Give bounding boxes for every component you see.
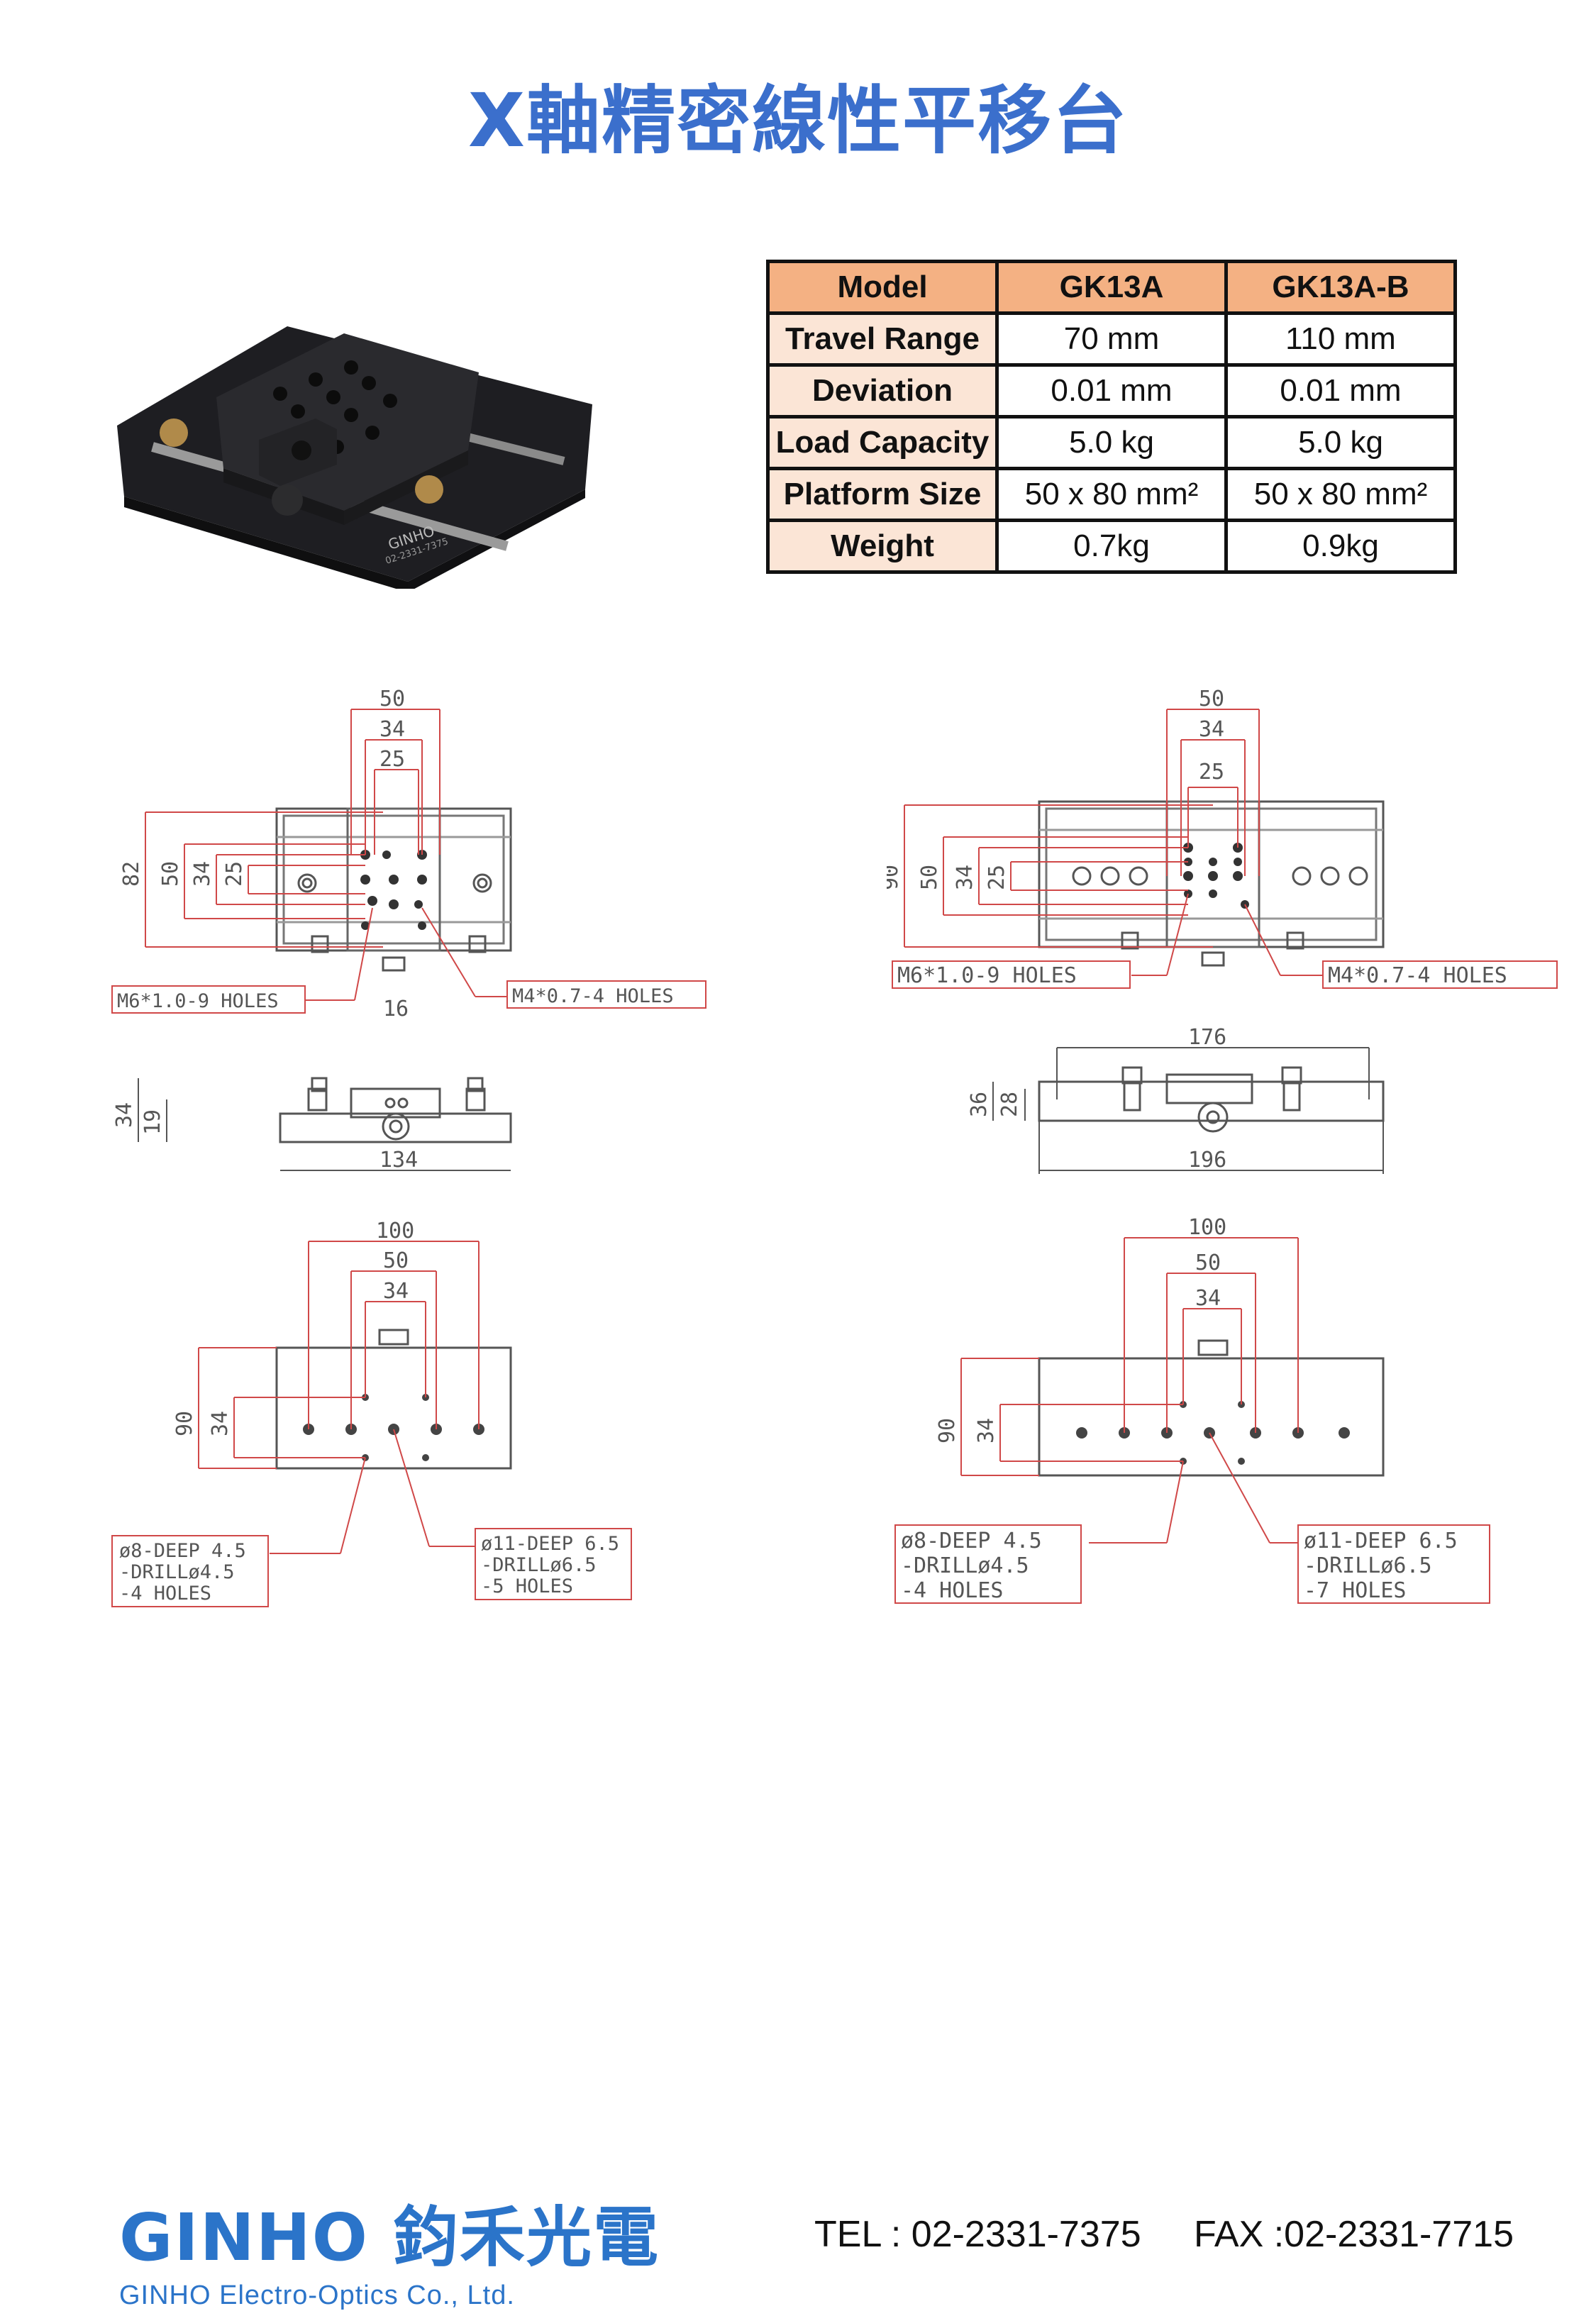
- dim-left-bottom-90: 90: [172, 1411, 197, 1436]
- table-row: Travel Range 70 mm 110 mm: [766, 311, 1457, 367]
- dim-left-25: 25: [379, 747, 405, 772]
- row-label: Travel Range: [766, 311, 999, 367]
- dim-left-bottom-34: 34: [383, 1279, 409, 1304]
- label-right-deep45-line3: -4 HOLES: [901, 1578, 1004, 1603]
- dim-right-34: 34: [1199, 717, 1224, 742]
- dim-left-side-34: 34: [190, 861, 215, 887]
- table-cell: 0.9kg: [1224, 519, 1457, 574]
- table-cell: 50 x 80 mm²: [995, 467, 1228, 522]
- table-cell: 50 x 80 mm²: [1224, 467, 1457, 522]
- label-left-deep45-line3: -4 HOLES: [119, 1583, 211, 1605]
- header-gk13a-b: GK13A-B: [1224, 260, 1457, 315]
- label-right-m6: M6*1.0-9 HOLES: [897, 963, 1077, 988]
- dim-right-side-25: 25: [985, 865, 1009, 890]
- label-right-deep65-line2: -DRILLø6.5: [1304, 1553, 1432, 1578]
- label-left-deep65-line3: -5 HOLES: [481, 1575, 573, 1597]
- drawing-gk13a: 50 34 25 82 50 34 25 M6*1.0-9 HOLES M4*0…: [111, 687, 706, 1607]
- dim-right-bottom-side-34: 34: [974, 1418, 999, 1443]
- dim-right-bottom-90: 90: [935, 1418, 960, 1443]
- logo-company-name: GINHO Electro-Optics Co., Ltd.: [119, 2280, 515, 2310]
- table-cell: 5.0 kg: [1224, 415, 1457, 470]
- dim-right-50: 50: [1199, 687, 1224, 711]
- logo-main: GINHO 鈞禾光電: [119, 2185, 660, 2279]
- dim-left-side-view-34: 34: [112, 1102, 137, 1128]
- dim-left-bottom-side-34: 34: [208, 1411, 233, 1436]
- drawing-gk13a-b: 50 34 25 90 50 34 25 M6*1.0-9 HOLES M4*0…: [887, 687, 1558, 1604]
- table-cell: 0.7kg: [995, 519, 1228, 574]
- dim-right-bottom-100: 100: [1188, 1215, 1226, 1240]
- table-row: Weight 0.7kg 0.9kg: [766, 519, 1457, 574]
- dim-left-82: 82: [119, 861, 144, 887]
- label-left-deep45-line2: -DRILLø4.5: [119, 1561, 235, 1583]
- dim-left-34: 34: [379, 717, 405, 742]
- label-right-deep65-line3: -7 HOLES: [1304, 1578, 1407, 1603]
- row-label: Weight: [766, 519, 999, 574]
- dim-right-bottom-50: 50: [1195, 1251, 1221, 1275]
- table-cell: 0.01 mm: [1224, 363, 1457, 419]
- dim-right-side-view-36: 36: [967, 1092, 992, 1117]
- dim-left-side-50: 50: [158, 861, 183, 887]
- table-row: Platform Size 50 x 80 mm² 50 x 80 mm²: [766, 467, 1457, 522]
- tel-number: TEL : 02-2331-7375: [814, 2214, 1141, 2255]
- dim-right-side-view-28: 28: [997, 1092, 1022, 1117]
- dim-right-90: 90: [887, 865, 903, 890]
- dim-left-134: 134: [379, 1148, 418, 1173]
- row-label: Deviation: [766, 363, 999, 419]
- label-right-m4: M4*0.7-4 HOLES: [1328, 963, 1507, 988]
- table-cell: 70 mm: [995, 311, 1228, 367]
- label-left-deep65-line2: -DRILLø6.5: [481, 1554, 597, 1576]
- label-left-m4: M4*0.7-4 HOLES: [512, 985, 674, 1007]
- dim-right-side-34: 34: [953, 865, 977, 890]
- label-right-deep65-line1: ø11-DEEP 6.5: [1304, 1529, 1458, 1553]
- row-label: Platform Size: [766, 467, 999, 522]
- table-header-row: Model GK13A GK13A-B: [766, 260, 1457, 315]
- label-right-deep45-line2: -DRILLø4.5: [901, 1553, 1029, 1578]
- fax-number: FAX :02-2331-7715: [1194, 2214, 1514, 2255]
- table-cell: 0.01 mm: [995, 363, 1228, 419]
- logo-brand: GINHO: [119, 2200, 369, 2276]
- dim-right-side-50: 50: [917, 865, 942, 890]
- dim-right-196: 196: [1188, 1148, 1226, 1173]
- company-logo: GINHO 鈞禾光電 GINHO Electro-Optics Co., Ltd…: [119, 2185, 660, 2311]
- table-cell: 110 mm: [1224, 311, 1457, 367]
- logo-chinese: 鈞禾光電: [392, 2200, 660, 2276]
- dim-left-bottom-50: 50: [383, 1248, 409, 1273]
- table-row: Load Capacity 5.0 kg 5.0 kg: [766, 415, 1457, 470]
- table-row: Deviation 0.01 mm 0.01 mm: [766, 363, 1457, 419]
- page-title: X軸精密線性平移台: [467, 77, 1129, 164]
- row-label: Load Capacity: [766, 415, 999, 470]
- dim-left-16: 16: [383, 997, 409, 1021]
- dim-right-bottom-34: 34: [1195, 1286, 1221, 1311]
- spec-table: Model GK13A GK13A-B Travel Range 70 mm 1…: [766, 260, 1457, 574]
- dim-right-25: 25: [1199, 760, 1224, 785]
- label-left-deep45-line1: ø8-DEEP 4.5: [119, 1540, 246, 1562]
- dim-left-side-25: 25: [222, 861, 247, 887]
- dim-left-bottom-100: 100: [376, 1219, 414, 1243]
- header-gk13a: GK13A: [995, 260, 1228, 315]
- product-photo: GINHO 02-2331-7375: [117, 326, 592, 589]
- dim-right-176: 176: [1188, 1025, 1226, 1050]
- table-cell: 5.0 kg: [995, 415, 1228, 470]
- header-model: Model: [766, 260, 999, 315]
- label-right-deep45-line1: ø8-DEEP 4.5: [901, 1529, 1042, 1553]
- dim-left-side-view-19: 19: [140, 1109, 165, 1135]
- label-left-m6: M6*1.0-9 HOLES: [117, 990, 279, 1012]
- dim-left-50: 50: [379, 687, 405, 711]
- label-left-deep65-line1: ø11-DEEP 6.5: [481, 1533, 619, 1555]
